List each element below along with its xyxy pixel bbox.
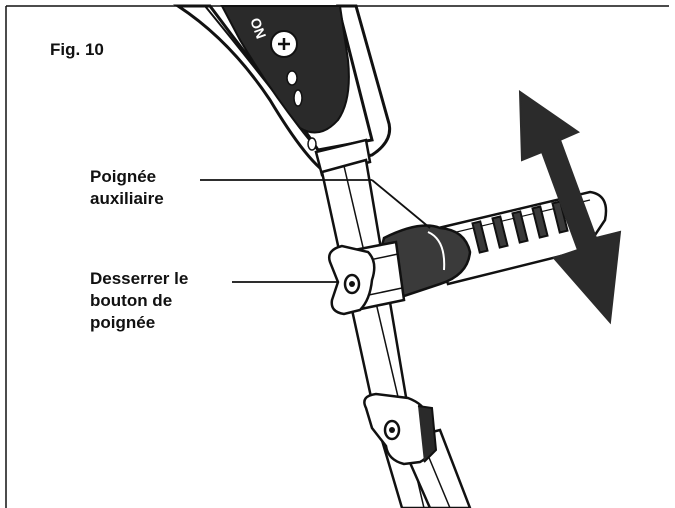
motor-housing bbox=[172, 4, 392, 170]
figure-label: Fig. 10 bbox=[50, 40, 104, 59]
handle-knob-upper bbox=[328, 244, 376, 316]
callout-loosen-knob: Desserrer le bouton de poignée bbox=[90, 269, 189, 332]
leader-lines bbox=[200, 179, 431, 283]
adjustment-arrow bbox=[518, 90, 622, 325]
housing-marking-text: ON bbox=[247, 16, 269, 41]
shaft-collar bbox=[314, 138, 372, 177]
callout-auxiliary-handle: Poignée auxiliaire bbox=[90, 167, 164, 208]
handle-knob-lower bbox=[363, 392, 438, 466]
